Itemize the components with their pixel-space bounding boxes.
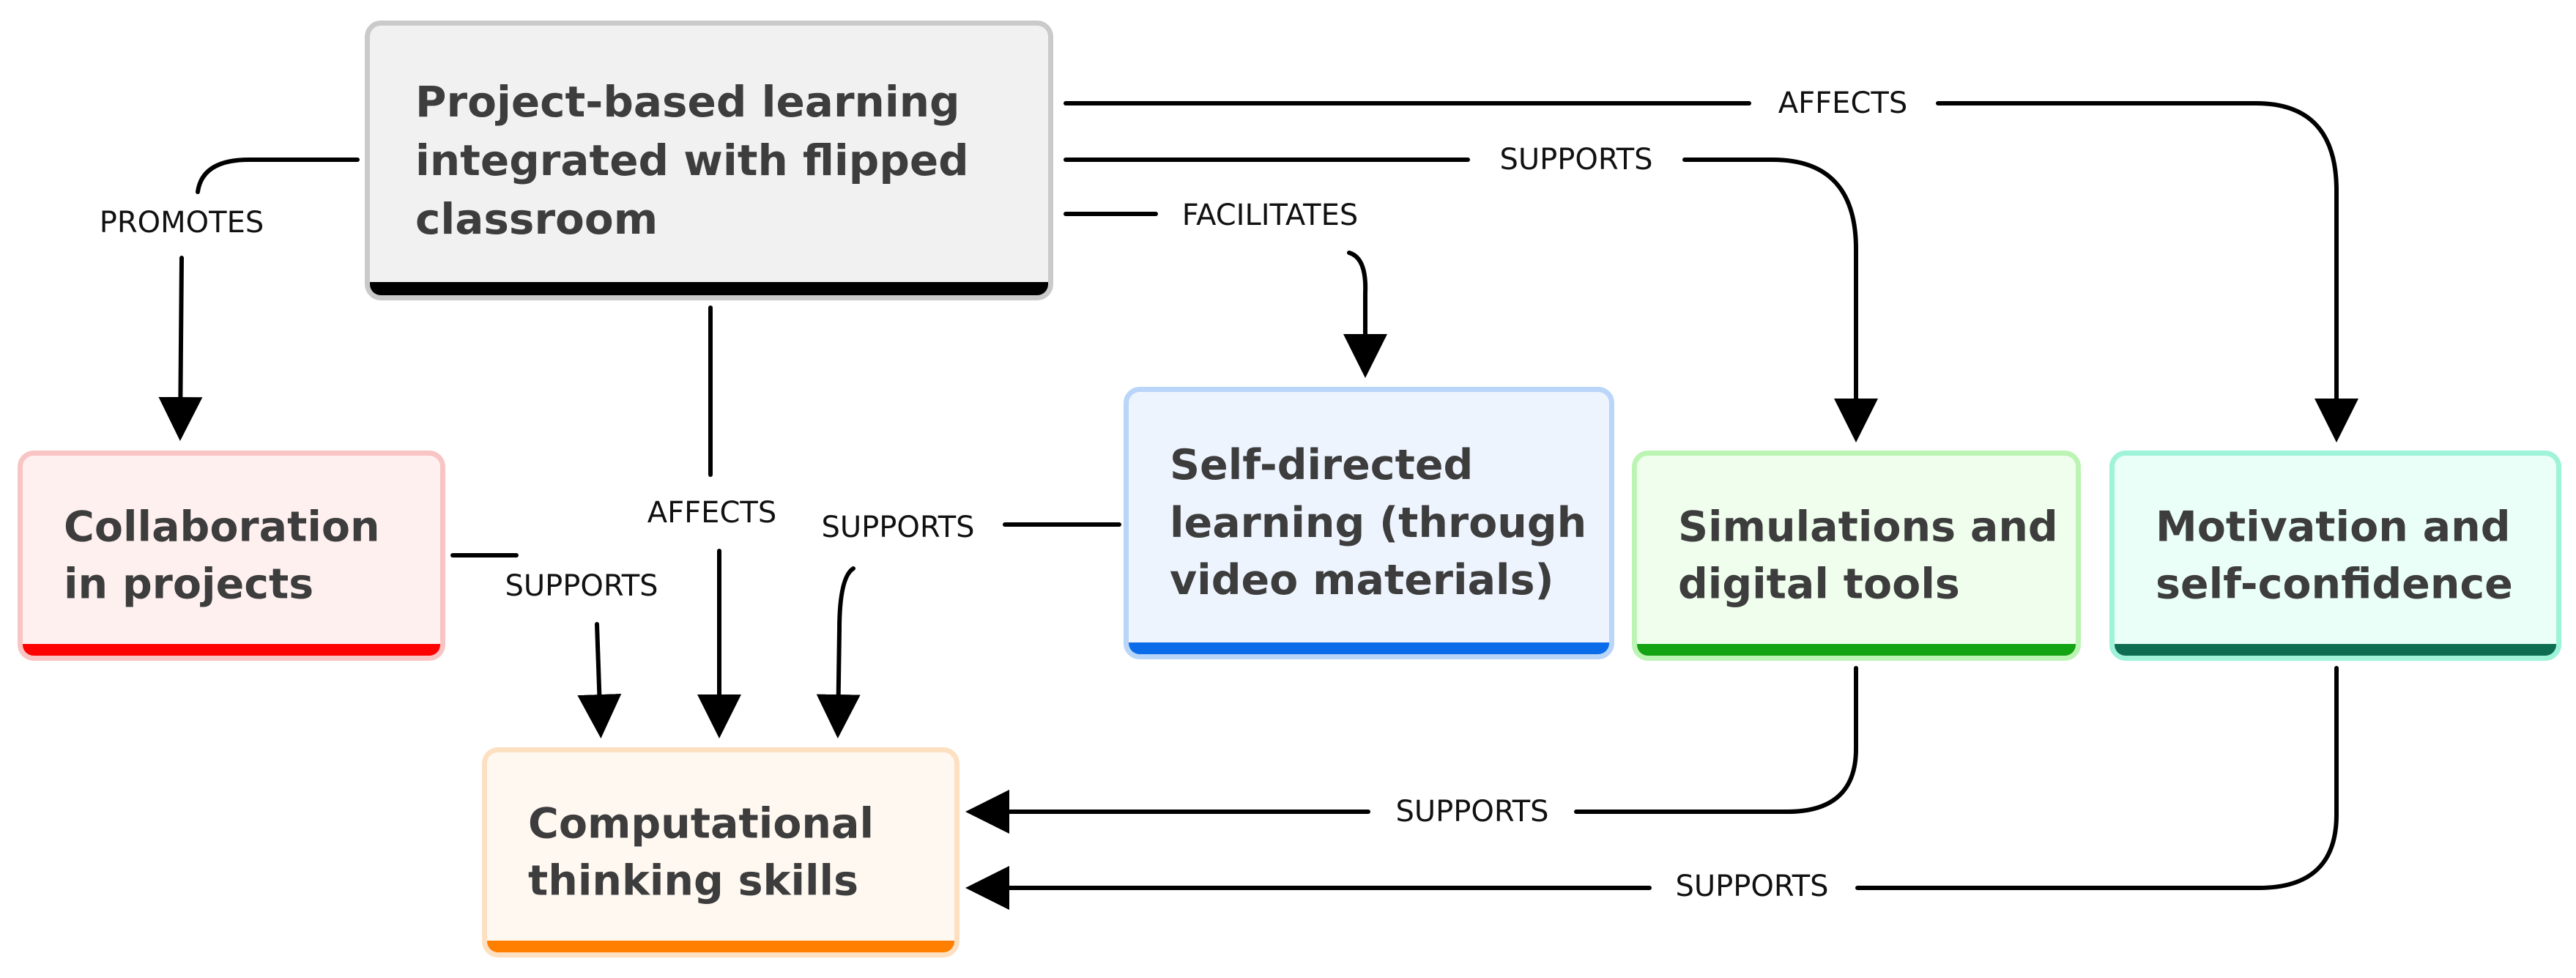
edge-collaboration-computational-arrow	[577, 622, 622, 738]
node-label: Motivation and self-confidence	[2156, 502, 2513, 609]
node-self-directed-learning: Self-directed learning (through video ma…	[1124, 387, 1614, 659]
node-project-based-learning: Project-based learning integrated with f…	[365, 21, 1053, 300]
edge-label-supports-collaboration: SUPPORTS	[500, 570, 663, 602]
node-label: Project-based learning integrated with f…	[415, 76, 969, 245]
edge-label-promotes: PROMOTES	[94, 207, 269, 239]
node-collaboration: Collaboration in projects	[18, 451, 445, 661]
node-accent-bar	[1637, 644, 2076, 656]
edge-pbl-collaboration-arrow	[158, 256, 203, 441]
edge-selfdirected-computational-arrow	[816, 566, 861, 738]
node-label: Simulations and digital tools	[1678, 502, 2058, 609]
edge-label-supports-selfdirected: SUPPORTS	[817, 511, 979, 544]
node-accent-bar	[23, 644, 440, 656]
edge-label-supports-mot-to-ct: SUPPORTS	[1671, 870, 1833, 903]
edge-pbl-collaboration	[196, 158, 360, 194]
node-accent-bar	[1129, 642, 1609, 654]
node-label: Self-directed learning (through video ma…	[1170, 441, 1587, 605]
edge-simulations-computational	[1574, 666, 1858, 814]
edge-label-supports-sim-to-ct: SUPPORTS	[1391, 796, 1554, 828]
edge-motivation-computational	[1855, 666, 2339, 890]
node-accent-bar	[2115, 644, 2556, 656]
edge-label-supports-simulations: SUPPORTS	[1495, 144, 1658, 176]
node-label: Collaboration in projects	[64, 502, 380, 609]
node-simulations: Simulations and digital tools	[1632, 451, 2081, 661]
node-accent-bar	[487, 941, 954, 952]
edge-label-affects-motivation: AFFECTS	[1773, 87, 1912, 119]
node-computational-thinking: Computational thinking skills	[482, 747, 959, 957]
node-accent-bar	[370, 282, 1048, 295]
node-label: Computational thinking skills	[528, 799, 875, 905]
edge-pbl-motivation-arrow	[1936, 101, 2358, 442]
edge-label-affects-computational: AFFECTS	[642, 497, 782, 529]
edge-pbl-selfdirected-arrow	[1343, 251, 1387, 378]
edge-label-facilitates: FACILITATES	[1177, 199, 1363, 231]
node-motivation: Motivation and self-confidence	[2109, 451, 2561, 661]
edge-pbl-simulations-arrow	[1682, 158, 1878, 442]
